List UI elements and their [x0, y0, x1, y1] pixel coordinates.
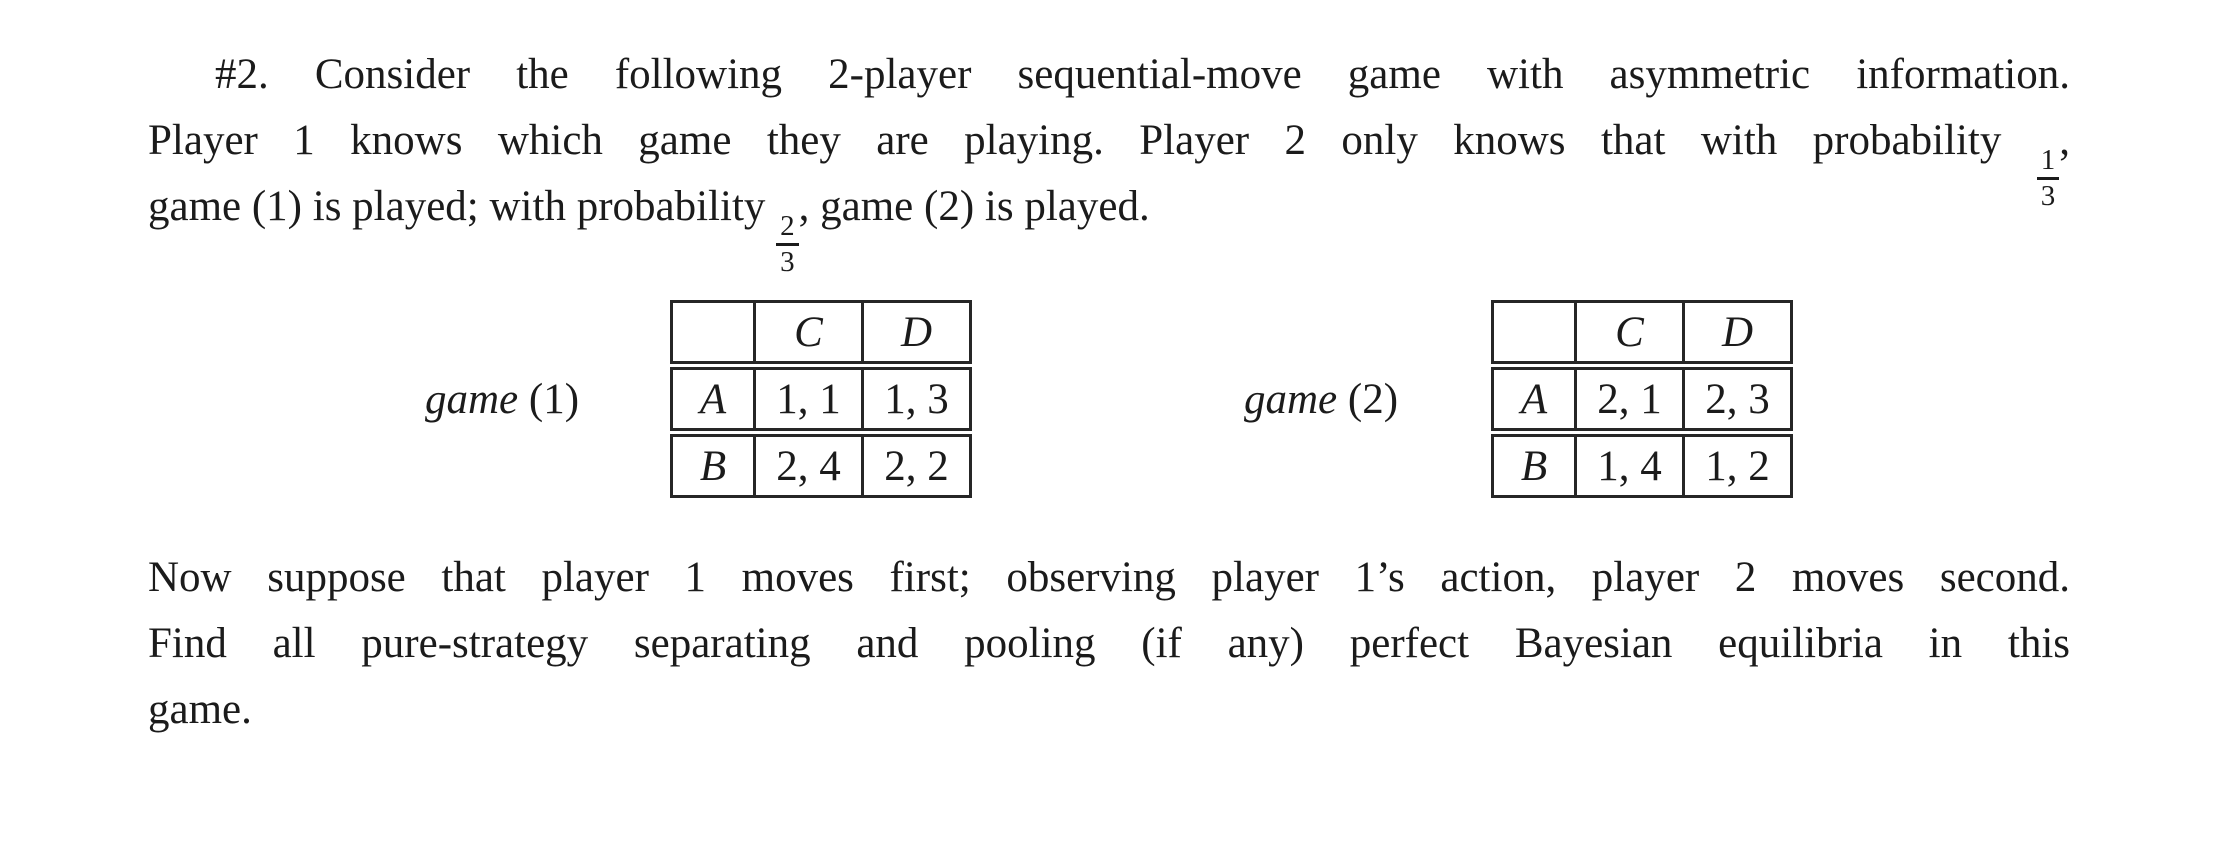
game-2-row-header-B: B: [1520, 442, 1548, 490]
game-2-column-header-D: D: [1682, 303, 1790, 361]
line-2-tail: ,: [2059, 117, 2071, 164]
game-2-label-index: (2): [1347, 375, 1399, 423]
game-2-payoff-BC: 1, 4: [1574, 437, 1682, 495]
game-2-row-header-A: A: [1520, 375, 1548, 423]
fraction-numerator: 1: [2036, 145, 2060, 181]
line-3-tail: , game (2) is played.: [798, 183, 1150, 230]
game-1-row-header-B: B: [699, 442, 727, 490]
game-1-label-word: game: [425, 375, 519, 423]
game-1-label-index: (1): [528, 375, 580, 423]
game-1-payoff-BC: 2, 4: [753, 437, 861, 495]
game-1-row-B: B 2, 4 2, 2: [670, 434, 972, 498]
line-6-text: game.: [148, 686, 252, 733]
game-1-label: game (1): [425, 375, 580, 424]
fraction-denominator: 3: [2040, 180, 2056, 213]
game-2-header-row: C D: [1491, 300, 1793, 364]
line-3-text: game (1) is played; with probability: [148, 183, 766, 230]
game-1-payoff-BD: 2, 2: [861, 437, 969, 495]
games-row: game (1) C D A 1, 1 1, 3 B 2, 4 2, 2 gam…: [148, 300, 2070, 498]
fraction-denominator: 3: [780, 246, 795, 279]
game-1-payoff-table: C D A 1, 1 1, 3 B 2, 4 2, 2: [670, 300, 972, 498]
game-1-header-row: C D: [670, 300, 972, 364]
game-2-column-header-C: C: [1574, 303, 1682, 361]
game-1-payoff-AC: 1, 1: [753, 370, 861, 428]
problem-document: #2. Consider the following 2-player sequ…: [148, 42, 2071, 743]
line-5-text: Find all pure-strategy separating and po…: [148, 620, 2070, 667]
game-1-payoff-AD: 1, 3: [861, 370, 969, 428]
line-1-text: #2. Consider the following 2-player sequ…: [215, 51, 2070, 98]
game-1-row-A: A 1, 1 1, 3: [670, 367, 972, 431]
game-2-row-B: B 1, 4 1, 2: [1491, 434, 1793, 498]
game-2-corner-cell: [1494, 303, 1574, 361]
text-line-4: Now suppose that player 1 moves first; o…: [148, 545, 2070, 611]
text-line-5: Find all pure-strategy separating and po…: [148, 611, 2070, 677]
game-2-label: game (2): [1244, 375, 1399, 424]
game-2-payoff-AD: 2, 3: [1682, 370, 1790, 428]
game-1-row-header-A: A: [699, 375, 727, 423]
game-2-label-word: game: [1244, 375, 1338, 423]
game-2-payoff-BD: 1, 2: [1682, 437, 1790, 495]
game-1-column-header-D: D: [861, 303, 969, 361]
game-1-column-header-C: C: [753, 303, 861, 361]
question-paragraph: Now suppose that player 1 moves first; o…: [148, 545, 2070, 743]
game-1-corner-cell: [673, 303, 753, 361]
text-line-2: Player 1 knows which game they are playi…: [148, 108, 2071, 212]
game-2-payoff-AC: 2, 1: [1574, 370, 1682, 428]
problem-statement-paragraph: #2. Consider the following 2-player sequ…: [148, 42, 2071, 278]
game-2-payoff-table: C D A 2, 1 2, 3 B 1, 4 1, 2: [1491, 300, 1793, 498]
fraction-numerator: 2: [776, 211, 799, 247]
line-2-text: Player 1 knows which game they are playi…: [148, 117, 2002, 164]
line-4-text: Now suppose that player 1 moves first; o…: [148, 554, 2070, 601]
game-2-row-A: A 2, 1 2, 3: [1491, 367, 1793, 431]
text-line-1: #2. Consider the following 2-player sequ…: [148, 42, 2070, 108]
text-line-6: game.: [148, 677, 2070, 743]
